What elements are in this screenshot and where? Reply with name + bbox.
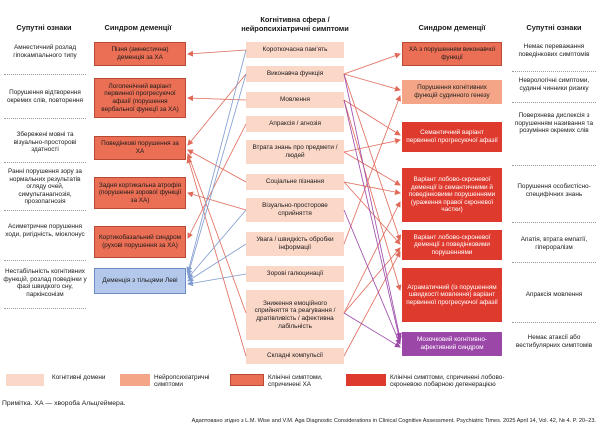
separator bbox=[4, 260, 86, 261]
domain-short-term-memory: Короткочасна пам’ять bbox=[246, 42, 344, 58]
arrow bbox=[187, 149, 247, 183]
right-sign: Порушення особистісно-специфічних знань bbox=[517, 183, 591, 198]
arrow bbox=[187, 95, 247, 102]
arrow bbox=[343, 52, 401, 75]
syndrome-behavioral-ftd: Варіант лобово-скроневої деменції з пове… bbox=[402, 230, 502, 260]
arrow bbox=[343, 73, 401, 92]
arrow bbox=[187, 243, 247, 282]
header-left-signs: Супутні ознаки bbox=[16, 23, 72, 32]
right-sign: Поверхнева дислексія з порушенням назива… bbox=[514, 112, 594, 135]
right-sign: Немає атаксії або вестибулярних симптомі… bbox=[515, 334, 593, 349]
legend-label-ad: Клінічні симптоми, спричинені ХА bbox=[268, 374, 323, 389]
separator bbox=[4, 162, 86, 163]
left-sign: Ранні порушення зору за нормальних резул… bbox=[8, 168, 82, 206]
domain-attention-processing: Увага / швидкість обробки інформації bbox=[246, 232, 344, 256]
separator bbox=[4, 210, 86, 211]
left-sign: Асиметричне порушення ходи, ригідність, … bbox=[5, 223, 85, 238]
separator bbox=[4, 118, 86, 119]
syndrome-vascular-cognitive: Порушення когнітивних функцій судинного … bbox=[402, 80, 502, 104]
separator bbox=[4, 74, 86, 75]
separator bbox=[512, 102, 596, 103]
syndrome-logopenic-ppa: Логопенічний варіант первинної прогресую… bbox=[94, 78, 186, 118]
domain-visuospatial: Візуально-просторове сприйняття bbox=[246, 198, 344, 222]
domain-speech: Мовлення bbox=[246, 92, 344, 108]
source-citation: Адаптовано згідно з L.M. Wise and V.M. A… bbox=[191, 418, 596, 424]
legend-swatch-cognitive bbox=[6, 374, 44, 386]
arrow bbox=[343, 73, 402, 241]
arrow bbox=[186, 153, 247, 314]
right-sign: Апатія, втрата емпатії, гіпероралізм bbox=[520, 236, 588, 251]
footnote: Примітка. ХА — хвороба Альцгеймера. bbox=[2, 400, 126, 407]
separator bbox=[512, 165, 596, 166]
arrow bbox=[343, 99, 401, 136]
separator bbox=[512, 262, 596, 263]
arrow bbox=[343, 138, 401, 153]
legend-swatch-ftld bbox=[346, 374, 386, 386]
arrow bbox=[187, 49, 247, 57]
arrow bbox=[343, 181, 401, 245]
arrow bbox=[343, 251, 401, 357]
arrow bbox=[187, 191, 247, 211]
arrow bbox=[343, 312, 401, 348]
syndrome-cerebellar-cognitive-affective: Мозочковий когнітивно-афективний синдром bbox=[402, 332, 502, 356]
arrow bbox=[343, 99, 402, 291]
arrow bbox=[343, 95, 402, 245]
left-sign: Збережені мовні та візуально-просторові … bbox=[13, 131, 77, 154]
syndrome-behavioral-ad: Поведінкові порушення за ХА bbox=[94, 136, 186, 160]
separator bbox=[512, 222, 596, 223]
arrow bbox=[187, 273, 247, 287]
syndrome-agrammatic-ppa: Аграматичний (із порушенням швидкості мо… bbox=[402, 268, 502, 322]
domain-executive-function: Виконавча функція bbox=[246, 66, 344, 82]
separator bbox=[4, 308, 86, 309]
domain-social-cognition: Соціальне пізнання bbox=[246, 174, 344, 190]
symptom-complex-compulsions: Складні компульсії bbox=[246, 348, 344, 364]
legend-swatch-ad bbox=[230, 374, 264, 386]
syndrome-dysexecutive-ad: ХА з порушенням виконавчої функції bbox=[402, 42, 502, 66]
arrow bbox=[187, 123, 247, 239]
domain-loss-of-knowledge: Втрата знань про предмети / людей bbox=[246, 140, 344, 164]
syndrome-late-amnestic-ad: Пізня (амнестична) деменція за ХА bbox=[94, 42, 186, 66]
left-sign: Порушення відтворення окремих слів, повт… bbox=[7, 89, 83, 104]
domain-apraxia-agnosia: Апраксія / агнозія bbox=[246, 116, 344, 132]
legend-label-cognitive: Когнітивні домени bbox=[52, 374, 106, 381]
arrow bbox=[343, 73, 402, 339]
legend-swatch-neuropsychiatric bbox=[120, 374, 150, 386]
syndrome-right-temporal-ftd: Варіант лобово-скроневої деменції із сем… bbox=[402, 168, 502, 222]
syndrome-posterior-cortical-atrophy: Задня кортикальна атрофія (порушення зор… bbox=[94, 177, 186, 209]
symptom-visual-hallucinations: Зорові галюцинації bbox=[246, 266, 344, 282]
separator bbox=[512, 322, 596, 323]
header-right-syndromes: Синдром деменції bbox=[418, 23, 486, 32]
header-right-signs: Супутні ознаки bbox=[526, 23, 582, 32]
left-sign: Нестабільність когнітивних функцій, розл… bbox=[3, 268, 87, 298]
arrow bbox=[343, 99, 402, 342]
arrow bbox=[186, 49, 247, 273]
separator bbox=[512, 71, 596, 72]
arrow bbox=[343, 181, 401, 195]
header-left-syndromes: Синдром деменції bbox=[104, 23, 172, 32]
right-sign: Неврологічні симптоми, судинні чинники р… bbox=[518, 77, 590, 92]
syndrome-semantic-ppa: Семантичний варіант первинної прогресуюч… bbox=[402, 122, 502, 152]
legend-label-ftld: Клінічні симптоми, спричинені лобово-скр… bbox=[390, 374, 505, 389]
arrow bbox=[343, 151, 401, 186]
arrow bbox=[186, 73, 247, 276]
arrow bbox=[343, 201, 401, 314]
syndrome-corticobasal: Кортикобазальний синдром (рухові порушен… bbox=[94, 226, 186, 258]
arrow bbox=[187, 209, 247, 279]
right-sign: Немає переважання поведінкових симптомів bbox=[518, 43, 590, 58]
symptom-emotional-reduction: Зниження емоційного сприйняття та реагув… bbox=[246, 290, 344, 340]
header-middle: Когнітивна сфера / нейропсихіатричні сим… bbox=[241, 15, 349, 33]
arrow bbox=[186, 157, 247, 357]
syndrome-lewy-body-dementia: Деменція з тільцями Леві bbox=[94, 268, 186, 294]
arrow bbox=[343, 209, 401, 345]
legend-label-neuropsychiatric: Нейропсихіатричні симптоми bbox=[154, 374, 210, 389]
left-sign: Амнестичний розлад гіпокампального типу bbox=[13, 44, 77, 59]
right-sign: Апраксія мовлення bbox=[525, 291, 583, 298]
